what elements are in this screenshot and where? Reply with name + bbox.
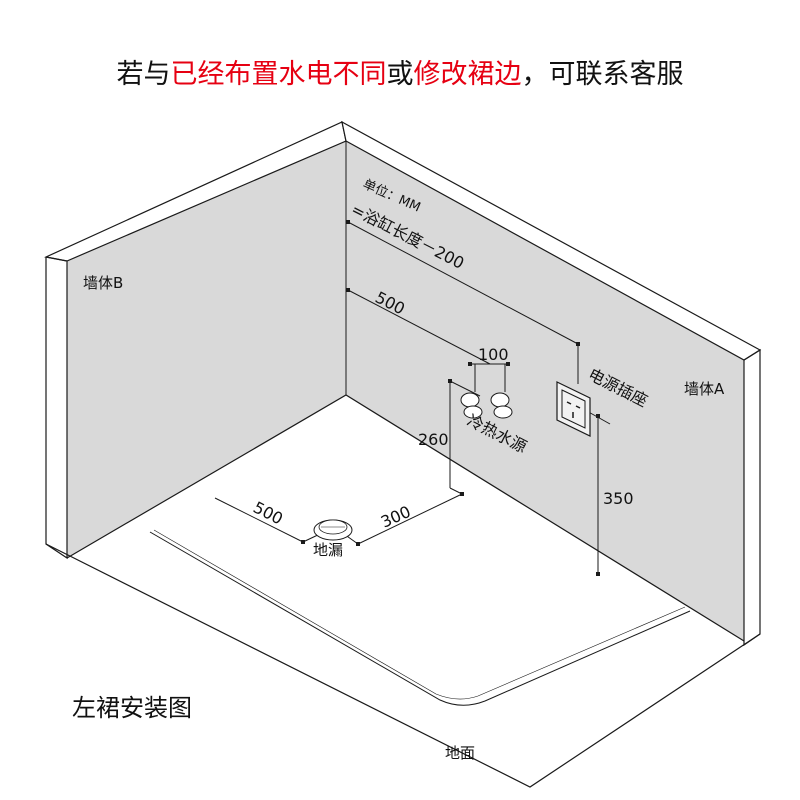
banner-text-1: 若与 <box>116 59 171 90</box>
dim-350-label: 350 <box>603 489 634 508</box>
wall-a-face <box>346 141 744 641</box>
instruction-banner: 若与已经布置水电不同或修改裙边，可联系客服 <box>0 52 800 91</box>
tick-mark <box>506 362 510 366</box>
dim-line-bath-length <box>347 221 579 345</box>
dim-line-300 <box>357 493 463 545</box>
hot-water-outlet-icon <box>490 392 513 419</box>
dim-260-label: 260 <box>418 430 449 449</box>
dim-line-500-top <box>347 289 491 365</box>
floor-label: 地面 <box>445 744 475 762</box>
bathtub-outline-inner <box>153 529 686 700</box>
tick-mark <box>596 572 600 576</box>
tick-mark <box>301 540 305 544</box>
dim-300-label: 300 <box>378 502 414 532</box>
drain-label: 地漏 <box>313 541 343 559</box>
dim-line-500-floor <box>214 497 304 543</box>
tick-mark <box>576 342 580 346</box>
wall-b-face <box>67 141 346 558</box>
floor-junction <box>66 394 745 642</box>
banner-highlight-2: 修改裙边 <box>413 59 522 90</box>
floor-outer-edge <box>45 543 761 788</box>
tick-mark <box>346 288 350 292</box>
wall-a-outline <box>743 348 761 647</box>
cold-water-outlet-icon <box>460 392 483 419</box>
bathtub-outline <box>149 531 691 706</box>
floor-drain-icon <box>313 519 353 541</box>
power-socket-icon <box>556 381 591 437</box>
caption-label: 左裙安装图 <box>72 694 192 722</box>
dim-line-water-to-260 <box>449 380 481 397</box>
wall-a-label: 墙体A <box>684 380 725 398</box>
tick-mark <box>346 220 350 224</box>
wall-b-label: 墙体B <box>83 274 123 292</box>
tick-mark <box>460 492 464 496</box>
wall-b-outline <box>45 256 68 560</box>
tick-mark <box>448 379 452 383</box>
banner-highlight-1: 已经布置水电不同 <box>170 59 387 90</box>
tick-mark <box>356 542 360 546</box>
dim-500-floor-label: 500 <box>250 498 286 529</box>
banner-text-2: 或 <box>386 59 414 90</box>
tick-mark <box>596 414 600 418</box>
tick-mark <box>468 362 472 366</box>
dim-100-label: 100 <box>478 345 509 364</box>
banner-text-3: ，可联系客服 <box>521 59 684 90</box>
